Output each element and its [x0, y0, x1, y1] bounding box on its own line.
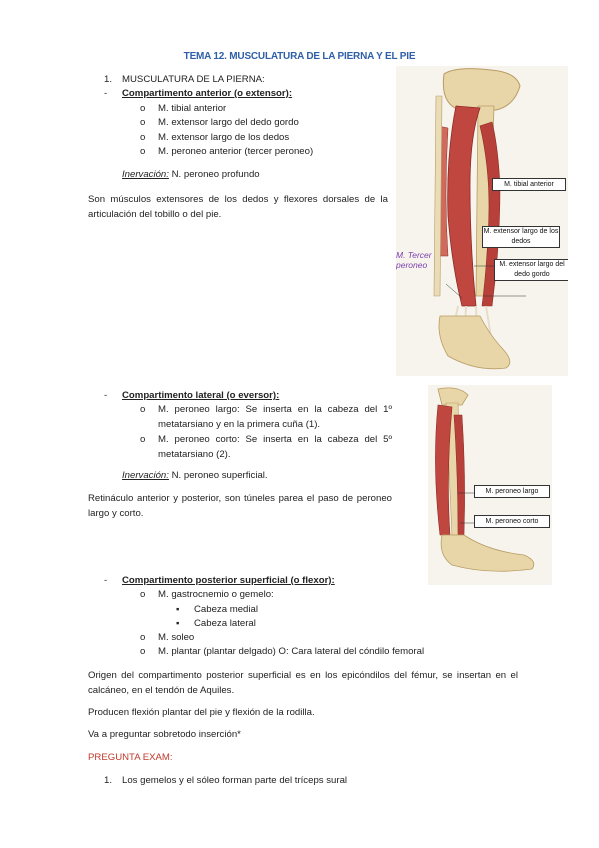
posterior-paragraph-origin: Origen del compartimento posterior super… — [88, 670, 518, 696]
list-item: M. peroneo anterior (tercer peroneo) — [158, 146, 314, 157]
lateral-paragraph: Retináculo anterior y posterior, son tún… — [88, 493, 392, 519]
label-extensor-largo-dedos: M. extensor largo de los dedos — [482, 226, 560, 248]
list-item: M. peroneo corto: Se inserta en la cabez… — [158, 434, 392, 460]
anterior-leg-illustration — [396, 66, 568, 376]
label-extensor-largo-dedo-gordo: M. extensor largo del dedo gordo — [494, 259, 568, 281]
list-item: M. extensor largo de los dedos — [158, 132, 290, 143]
innervation-label: Inervación: — [122, 470, 169, 481]
list-item: M. extensor largo del dedo gordo — [158, 117, 299, 128]
innervation-line: Inervación: N. peroneo profundo — [122, 169, 260, 181]
page-title: TEMA 12. MUSCULATURA DE LA PIERNA Y EL P… — [183, 51, 416, 62]
label-peroneo-largo: M. peroneo largo — [474, 485, 550, 498]
section-number: 1. — [104, 74, 113, 85]
innervation-value: N. peroneo profundo — [171, 169, 260, 180]
sub-list-item: Cabeza lateral — [194, 618, 256, 629]
circle-bullet: o — [140, 434, 146, 445]
anterior-leg-figure: M. tibial anterior M. extensor largo de … — [396, 66, 568, 376]
circle-bullet: o — [140, 632, 146, 643]
exam-heading: PREGUNTA EXAM: — [88, 752, 173, 763]
circle-bullet: o — [140, 146, 146, 157]
circle-bullet: o — [140, 589, 146, 600]
list-item: M. tibial anterior — [158, 103, 227, 114]
exam-question: Los gemelos y el sóleo forman parte del … — [122, 775, 348, 786]
section-heading: MUSCULATURA DE LA PIERNA: — [122, 74, 265, 85]
dash-bullet: - — [104, 88, 108, 99]
anterior-paragraph: Son músculos extensores de los dedos y f… — [88, 194, 388, 220]
list-item: M. soleo — [158, 632, 195, 643]
lateral-leg-figure: M. peroneo largo M. peroneo corto — [428, 385, 552, 585]
list-item: M. gastrocnemio o gemelo: — [158, 589, 274, 600]
square-bullet: ▪ — [176, 604, 180, 615]
handwritten-tercer-peroneo: M. Tercer peroneo — [396, 250, 432, 270]
posterior-heading: Compartimento posterior superficial (o f… — [122, 575, 335, 586]
sub-list-item: Cabeza medial — [194, 604, 258, 615]
circle-bullet: o — [140, 404, 146, 415]
innervation-label: Inervación: — [122, 169, 169, 180]
list-item: M. peroneo largo: Se inserta en la cabez… — [158, 404, 392, 430]
innervation-line: Inervación: N. peroneo superficial. — [122, 470, 268, 482]
dash-bullet: - — [104, 575, 108, 586]
innervation-value: N. peroneo superficial. — [171, 470, 268, 481]
posterior-paragraph-function: Producen flexión plantar del pie y flexi… — [88, 707, 315, 718]
lateral-heading: Compartimento lateral (o eversor): — [122, 390, 280, 401]
list-item: M. plantar (plantar delgado) O: Cara lat… — [158, 646, 425, 657]
square-bullet: ▪ — [176, 618, 180, 629]
lateral-leg-illustration — [428, 385, 552, 585]
circle-bullet: o — [140, 117, 146, 128]
circle-bullet: o — [140, 103, 146, 114]
anterior-heading: Compartimento anterior (o extensor): — [122, 88, 293, 99]
circle-bullet: o — [140, 646, 146, 657]
exam-number: 1. — [104, 775, 113, 786]
label-peroneo-corto: M. peroneo corto — [474, 515, 550, 528]
posterior-paragraph-note: Va a preguntar sobretodo inserción* — [88, 729, 241, 740]
label-tibial-anterior: M. tibial anterior — [492, 178, 566, 191]
dash-bullet: - — [104, 390, 108, 401]
circle-bullet: o — [140, 132, 146, 143]
